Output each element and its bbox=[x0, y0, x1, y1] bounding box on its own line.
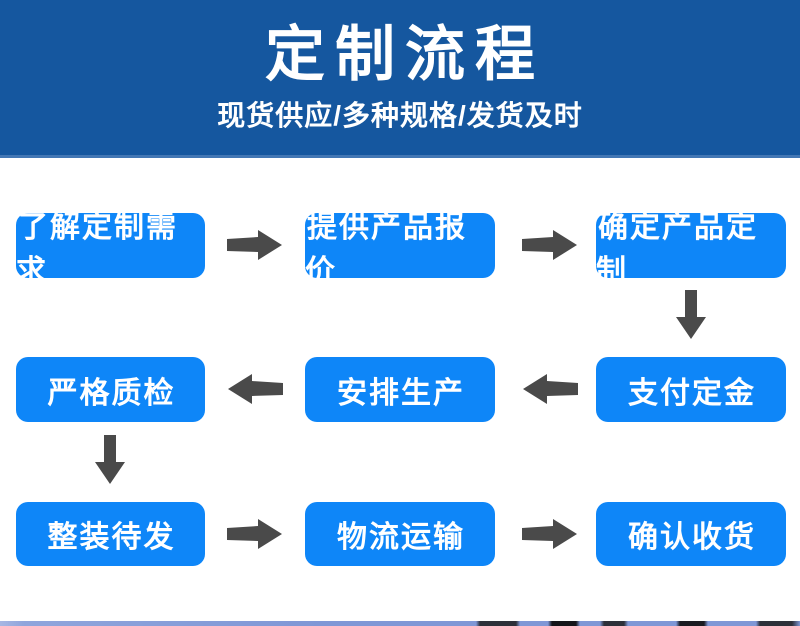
next-section-crop bbox=[0, 621, 800, 626]
flow-step-strict-qc: 严格质检 bbox=[16, 357, 205, 422]
left-arrow-icon bbox=[522, 373, 578, 405]
down-arrow-icon bbox=[94, 435, 126, 485]
header-banner: 定制流程 现货供应/多种规格/发货及时 bbox=[0, 0, 800, 158]
flow-step-ready-to-ship: 整装待发 bbox=[16, 502, 205, 566]
left-arrow-icon bbox=[227, 373, 283, 405]
flow-step-pay-deposit: 支付定金 bbox=[596, 357, 786, 422]
page-subtitle: 现货供应/多种规格/发货及时 bbox=[217, 100, 583, 131]
right-arrow-icon bbox=[522, 518, 578, 550]
flow-step-arrange-production: 安排生产 bbox=[305, 357, 495, 422]
right-arrow-icon bbox=[522, 229, 578, 261]
flow-step-confirm-receipt: 确认收货 bbox=[596, 502, 786, 566]
flow-step-understand-needs: 了解定制需求 bbox=[16, 211, 205, 288]
right-arrow-icon bbox=[227, 518, 283, 550]
flow-step-provide-quote: 提供产品报价 bbox=[305, 211, 495, 288]
down-arrow-icon bbox=[675, 290, 707, 340]
flow-step-confirm-customization: 确定产品定制 bbox=[596, 211, 786, 288]
flow-step-logistics: 物流运输 bbox=[305, 502, 495, 566]
right-arrow-icon bbox=[227, 229, 283, 261]
page-title: 定制流程 bbox=[265, 21, 545, 88]
